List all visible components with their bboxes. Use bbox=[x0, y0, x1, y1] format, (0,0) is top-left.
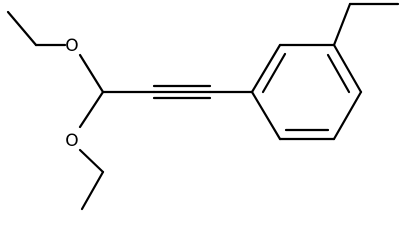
bond-ethyl-upper-terminal bbox=[6, 10, 38, 47]
chemical-structure: O O bbox=[6, 2, 400, 211]
ring-double-bond-right bbox=[326, 53, 351, 94]
bond-ring-to-ethyl bbox=[332, 2, 352, 47]
oxygen-atom-lower: O bbox=[65, 131, 78, 151]
ring-bond-6 bbox=[250, 90, 282, 141]
ring-bond-1 bbox=[250, 43, 282, 94]
ring-bond-3 bbox=[332, 43, 363, 94]
bond-ethyl-lower-terminal bbox=[80, 170, 105, 211]
benzene-ring bbox=[250, 43, 363, 141]
bond-oxygen-lower-to-ethyl bbox=[78, 148, 105, 174]
ring-double-bond-upper-left bbox=[261, 52, 287, 94]
ring-bond-4 bbox=[332, 90, 363, 141]
oxygen-atom-upper: O bbox=[65, 36, 78, 56]
bond-acetal-carbon-to-oxygen-lower bbox=[78, 90, 105, 129]
bond-oxygen-upper-to-acetal-carbon bbox=[78, 53, 105, 94]
